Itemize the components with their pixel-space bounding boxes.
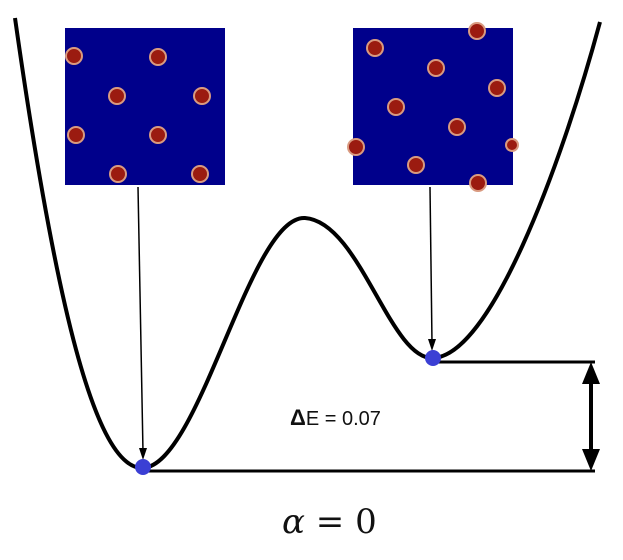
energy-gap-arrow xyxy=(582,362,600,471)
global-minimum-dot xyxy=(135,459,151,475)
alpha-value: = 0 xyxy=(304,502,377,542)
energy-curve xyxy=(13,17,602,471)
delta-symbol: Δ xyxy=(290,405,306,430)
local-minimum-inset xyxy=(347,22,519,192)
inset-spots xyxy=(347,22,519,192)
energy-gap-label: ΔE = 0.07 xyxy=(290,405,381,431)
parameter-label: α = 0 xyxy=(282,502,377,542)
local-minimum-dot xyxy=(425,350,441,366)
delta-value: E = 0.07 xyxy=(305,408,381,430)
left-pointer-arrow xyxy=(137,186,147,460)
global-minimum-inset xyxy=(65,28,225,185)
inset-spots xyxy=(65,47,211,183)
alpha-symbol: α xyxy=(282,502,305,542)
right-pointer-arrow xyxy=(428,186,436,351)
